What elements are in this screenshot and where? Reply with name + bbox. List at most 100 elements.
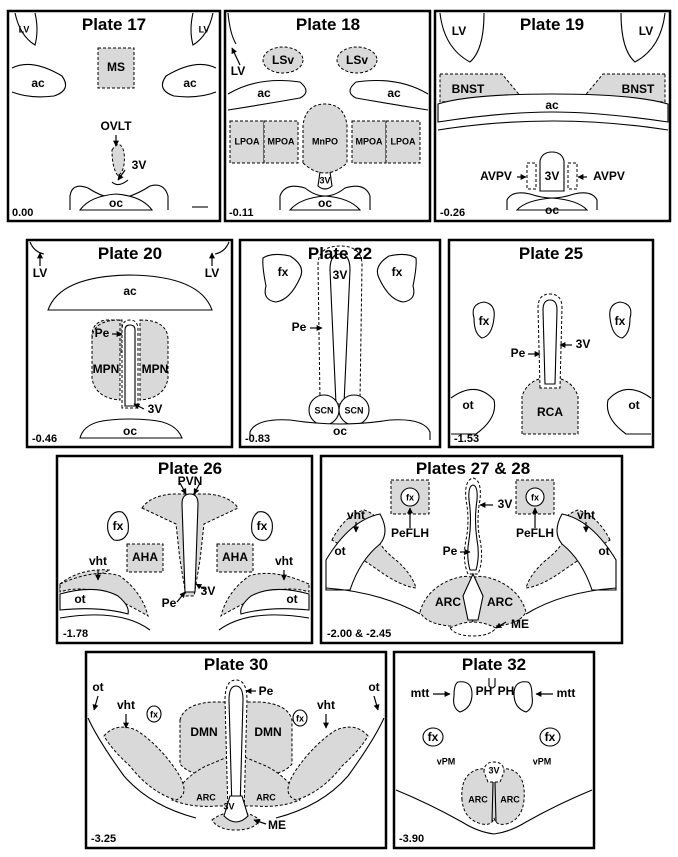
label-lv: LV [205,266,219,280]
label-ot: ot [628,398,639,412]
label-vht: vht [89,554,107,568]
plate-30-panel: Plate 30 -3.25 Pe ot ot vht vht fx fx DM… [84,650,388,850]
label-fx: fx [479,314,490,328]
plate-22-title: Plate 22 [308,244,372,263]
label-3v: 3V [319,175,330,185]
label-ac: ac [123,284,137,298]
plate-26-coordinate: -1.78 [63,628,88,640]
label-mnpo: MnPO [312,136,338,146]
label-fx: fx [428,730,439,744]
label-lv: LV [231,64,245,78]
plate-18-title: Plate 18 [296,15,360,34]
label-arc: ARC [487,595,513,609]
label-fx: fx [257,519,268,533]
label-aha: AHA [222,550,248,564]
label-arc: ARC [256,792,276,802]
label-ot: ot [74,592,85,606]
label-ovlt: OVLT [100,119,132,133]
plates-27-28-panel: Plates 27 & 28 -2.00 & -2.45 fx fx 3V vh… [319,454,624,645]
label-mpn: MPN [93,362,120,376]
label-oc: oc [545,203,559,217]
label-3v: 3V [488,765,499,775]
label-oc: oc [109,196,123,210]
plates-27-28-title: Plates 27 & 28 [416,459,530,478]
plate-18-coordinate: -0.11 [229,207,253,219]
plate-26-panel: Plate 26 -1.78 PVN fx fx AHA AHA vht vht… [55,454,314,645]
label-ph: PH [498,684,515,698]
label-lpoa: LPOA [234,136,260,146]
label-avpv: AVPV [593,169,625,183]
label-oc: oc [318,196,332,210]
label-lsv: LSv [272,53,294,67]
label-bnst: BNST [452,82,485,96]
label-mpn: MPN [142,362,169,376]
label-me: ME [268,818,286,832]
plate-19-title: Plate 19 [520,15,584,34]
label-pe: Pe [162,596,177,610]
label-fx: fx [615,314,626,328]
label-oc: oc [333,424,347,438]
label-fx: fx [296,713,304,723]
plate-25-title: Plate 25 [519,244,583,263]
plate-20-title: Plate 20 [98,244,162,263]
plate-22-coordinate: -0.83 [245,433,270,445]
label-me: ME [511,617,529,631]
plate-25-coordinate: -1.53 [454,433,479,445]
label-pe: Pe [511,346,526,360]
plates-27-28-coordinate: -2.00 & -2.45 [327,628,391,640]
plate-30-coordinate: -3.25 [91,833,116,845]
label-scn: SCN [314,405,333,415]
label-bnst: BNST [622,82,655,96]
label-fx: fx [392,265,403,279]
label-lv: LV [199,24,210,34]
label-scn: SCN [344,405,363,415]
label-vpm: vPM [533,756,552,766]
plate-19-panel: Plate 19 -0.26 LV LV BNST BNST ac AVPV 3… [433,9,672,223]
label-3v: 3V [498,497,513,511]
label-vpm: vPM [437,756,456,766]
plate-20-panel: Plate 20 -0.46 LV LV ac Pe MPN MPN 3V oc [25,238,234,449]
label-fx: fx [150,709,158,719]
label-peflh: PeFLH [516,526,554,540]
label-arc: ARC [196,792,216,802]
label-ac: ac [545,98,559,112]
plate-32-coordinate: -3.90 [399,833,424,845]
label-lv: LV [452,24,466,38]
label-avpv: AVPV [480,169,512,183]
label-3v: 3V [201,584,216,598]
plate-26-title: Plate 26 [158,459,222,478]
plate-30-title: Plate 30 [204,655,268,674]
plate-17-title: Plate 17 [82,15,146,34]
label-ms: MS [107,60,125,74]
label-ot: ot [334,544,345,558]
label-ph: PH [476,684,493,698]
label-mpoa: MPOA [268,136,296,146]
label-arc: ARC [468,794,488,804]
label-lv: LV [639,24,653,38]
label-vht: vht [347,508,365,522]
plate-25-panel: Plate 25 -1.53 fx fx Pe 3V ot ot RCA [447,238,655,449]
label-arc: ARC [435,595,461,609]
label-mpoa: MPOA [356,136,384,146]
plate-32-title: Plate 32 [462,655,526,674]
label-3v: 3V [545,169,560,183]
label-vht: vht [317,698,335,712]
label-ac: ac [31,76,45,90]
label-lv: LV [19,24,30,34]
label-vht: vht [577,508,595,522]
label-fx: fx [406,492,414,502]
label-3v: 3V [576,337,591,351]
label-mtt: mtt [557,686,576,700]
label-lv: LV [33,266,47,280]
label-fx: fx [113,519,124,533]
label-ac: ac [257,86,271,100]
label-ot: ot [286,592,297,606]
label-3v: 3V [333,268,348,282]
plate-18-panel: Plate 18 -0.11 LV LSv LSv ac ac LPOA MPO… [223,9,432,223]
label-lpoa: LPOA [390,136,416,146]
label-vht: vht [275,554,293,568]
label-3v: 3V [148,402,163,416]
label-ot: ot [598,544,609,558]
label-dmn: DMN [254,725,281,739]
label-mtt: mtt [411,686,430,700]
